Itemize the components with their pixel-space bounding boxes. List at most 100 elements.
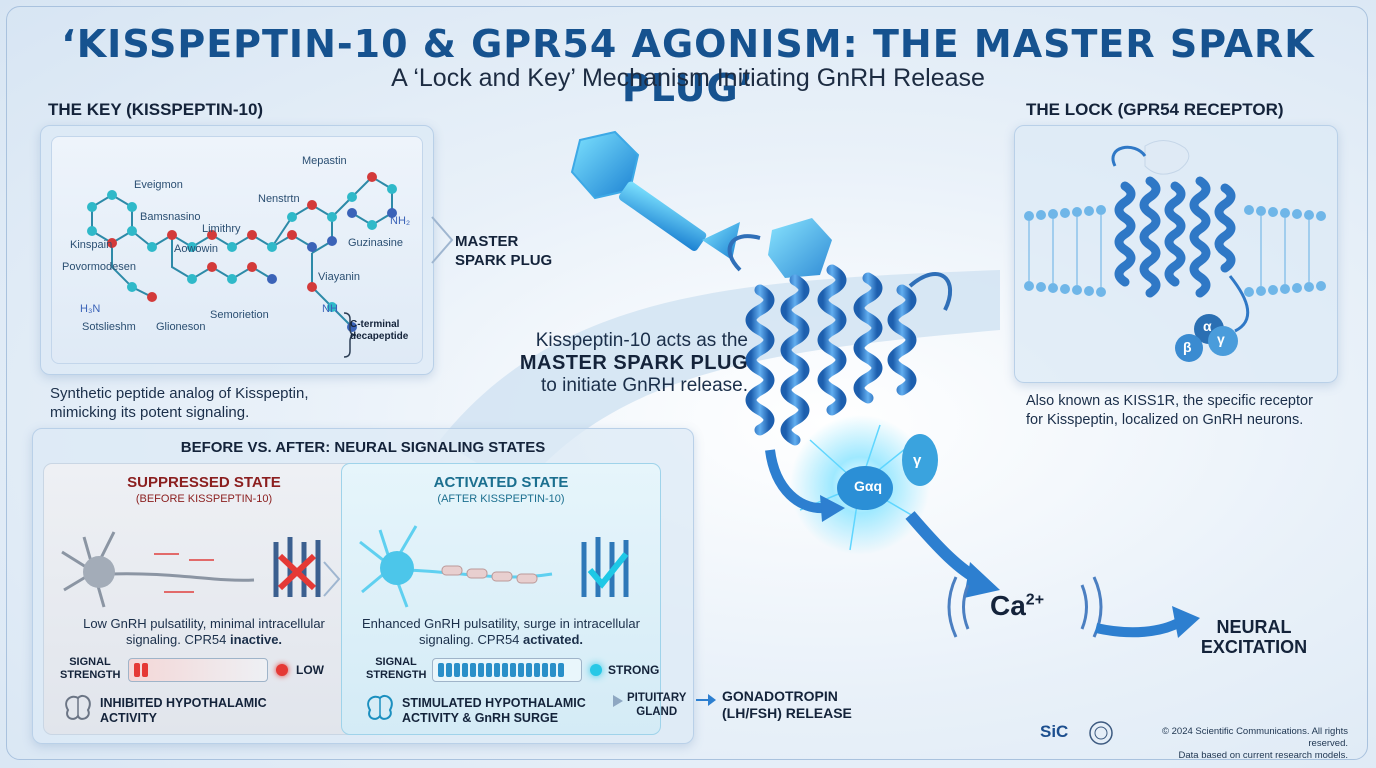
pituitary-gland-label: PITUITARY GLAND [627, 691, 686, 719]
signal-label-line: STRENGTH [60, 669, 121, 681]
neural-excitation-label: NEURAL EXCITATION [1198, 617, 1310, 657]
suppressed-description: Low GnRH pulsatility, minimal intracellu… [44, 616, 364, 648]
signal-segment [518, 663, 524, 677]
center-line: to initiate GnRH release. [541, 375, 748, 396]
footer-note: Data based on current research models. [1178, 750, 1348, 761]
molecule-label: Povormodesen [62, 261, 136, 273]
signal-label-line: SIGNAL [69, 656, 111, 668]
signal-segment [438, 663, 444, 677]
g-alpha-q-label: Gαq [854, 478, 883, 494]
signal-label-line: STRENGTH [366, 669, 427, 681]
calcium-charge: 2+ [1025, 591, 1045, 609]
signal-segment [454, 663, 460, 677]
molecule-panel: Mepastin Eveigmon Nenstrtn Limithry Bams… [40, 125, 434, 375]
center-line: MASTER SPARK PLUG [519, 352, 748, 374]
peptide-structure-icon [87, 172, 397, 358]
signal-segment [502, 663, 508, 677]
activated-signal-value: STRONG [608, 663, 660, 677]
lock-description-line: for Kisspeptin, localized on GnRH neuron… [1026, 412, 1304, 428]
signal-segment [542, 663, 548, 677]
signal-segment [558, 663, 564, 677]
page-title: ‘KISSPEPTIN-10 & GPR54 AGONISM: THE MAST… [61, 22, 1315, 110]
state-transition-arrow-icon [323, 561, 341, 597]
molecule-label: Nenstrtn [258, 193, 300, 205]
suppressed-signal-bar [128, 658, 268, 682]
molecule-diagram: Mepastin Eveigmon Nenstrtn Limithry Bams… [51, 136, 423, 364]
suppressed-signal-label: SIGNAL STRENGTH [60, 656, 121, 682]
activated-title: ACTIVATED STATE [433, 474, 569, 491]
activated-outcome: STIMULATED HYPOTHALAMIC ACTIVITY & GnRH … [402, 696, 586, 726]
activated-status-word: activated. [523, 632, 584, 647]
pituitary-line: PITUITARY [627, 692, 687, 704]
suppressed-description-line: Low GnRH pulsatility, minimal intracellu… [83, 616, 325, 631]
sic-logo: SiC [1040, 722, 1069, 741]
low-indicator-icon [276, 664, 288, 676]
signal-segment [478, 663, 484, 677]
signal-segment [534, 663, 540, 677]
activated-signal-bar [432, 658, 582, 682]
signal-segment [446, 663, 452, 677]
activated-description-line: Enhanced GnRH pulsatility, surge in intr… [362, 616, 640, 631]
comparison-panel: BEFORE VS. AFTER: NEURAL SIGNALING STATE… [32, 428, 694, 744]
signal-segment [462, 663, 468, 677]
key-description-line: Synthetic peptide analog of Kisspeptin, [50, 385, 309, 402]
molecule-label: Viayanin [318, 271, 360, 283]
page-subtitle: A ‘Lock and Key’ Mechanism Initiating Gn… [391, 64, 985, 92]
callout-arrow-icon [431, 216, 454, 264]
center-statement: Kisspeptin-10 acts as the MASTER SPARK P… [508, 330, 748, 397]
suppressed-title: SUPPRESSED STATE [127, 474, 281, 491]
molecule-label: Kinspain [70, 239, 113, 251]
molecule-label: Limithry [202, 223, 241, 235]
suppressed-subtitle: (BEFORE KISSPEPTIN-10) [135, 493, 273, 505]
gonadotropin-line: (LH/FSH) RELEASE [722, 705, 852, 721]
gonadotropin-arrow-icon [696, 694, 716, 706]
receptor-panel: α β γ [1014, 125, 1338, 383]
active-neuron-icon [359, 525, 629, 608]
suppressed-outcome: INHIBITED HYPOTHALAMIC ACTIVITY [100, 696, 267, 726]
signal-segment [134, 663, 140, 677]
calcium-symbol: Ca [990, 590, 1026, 621]
signal-segment [486, 663, 492, 677]
gamma-subunit-label: γ [1217, 331, 1225, 347]
signal-segment [510, 663, 516, 677]
excitation-arrow-icon [1094, 606, 1200, 638]
activated-subtitle: (AFTER KISSPEPTIN-10) [437, 493, 565, 505]
brain-icon [367, 694, 393, 720]
c-terminal-label: C-terminal decapeptide [350, 319, 409, 342]
molecule-label: Glioneson [156, 321, 206, 333]
gonadotropin-release-label: GONADOTROPIN (LH/FSH) RELEASE [722, 688, 852, 722]
gamma-subunit-label: γ [913, 452, 922, 469]
signal-segment [550, 663, 556, 677]
activated-signal-label: SIGNAL STRENGTH [366, 656, 427, 682]
atom-label: NH [322, 303, 338, 315]
strong-indicator-icon [590, 664, 602, 676]
key-heading: THE KEY (KISSPEPTIN-10) [48, 100, 264, 119]
lock-heading: THE LOCK (GPR54 RECEPTOR) [1026, 100, 1284, 119]
gonadotropin-line: GONADOTROPIN [722, 688, 838, 704]
receptor-binding-illustration [440, 130, 1000, 598]
alpha-subunit-label: α [1203, 318, 1212, 334]
excitation-line: EXCITATION [1200, 637, 1308, 657]
signal-segment [526, 663, 532, 677]
gpr54-receptor-icon [1024, 140, 1326, 362]
suppressed-signal-value: LOW [296, 663, 324, 677]
key-description-line: mimicking its potent signaling. [50, 404, 250, 421]
molecule-label: Eveigmon [134, 179, 183, 191]
calcium-ion-label: Ca2+ [990, 590, 1044, 622]
atom-label: H₃N [80, 303, 101, 315]
molecule-label: Sotslieshm [82, 321, 136, 333]
callout-line: SPARK PLUG [455, 252, 553, 269]
suppressed-state-card: SUPPRESSED STATE (BEFORE KISSPEPTIN-10) … [43, 463, 365, 735]
seal-icon [1089, 721, 1113, 745]
molecule-label: Mepastin [302, 155, 347, 167]
activated-outcome-line: ACTIVITY & GnRH SURGE [402, 711, 559, 725]
brain-icon [65, 694, 91, 720]
lock-description-line: Also known as KISS1R, the specific recep… [1026, 393, 1313, 409]
activated-state-card: ACTIVATED STATE (AFTER KISSPEPTIN-10) En… [341, 463, 661, 735]
signal-label-line: SIGNAL [375, 656, 417, 668]
molecule-label: Semorietion [210, 309, 269, 321]
comparison-heading: BEFORE VS. AFTER: NEURAL SIGNALING STATE… [180, 439, 546, 456]
molecule-label: Guzinasine [348, 237, 404, 249]
inactive-neuron-icon [61, 531, 321, 608]
signal-segment [494, 663, 500, 677]
